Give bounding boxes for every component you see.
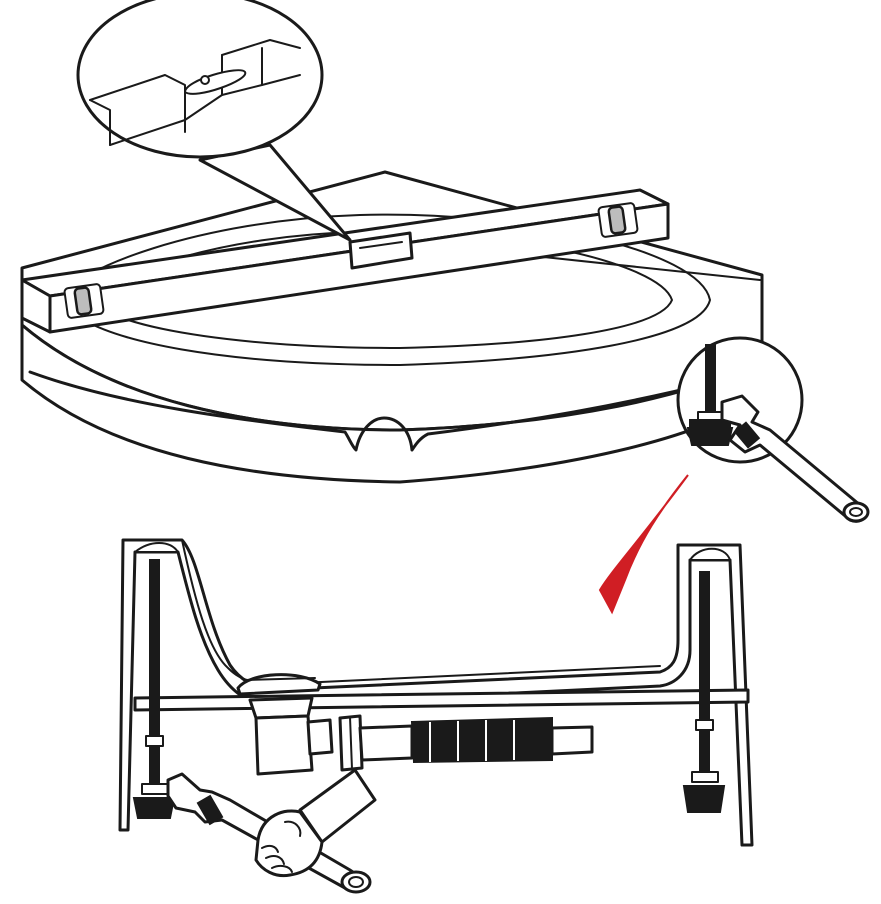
- right-leg-assembly: [682, 571, 726, 813]
- wrench-end-hole: [348, 876, 364, 888]
- wrench-icon: [720, 394, 870, 523]
- hand-finger: [261, 844, 279, 853]
- callout-lens: [76, 0, 324, 159]
- hose-end-fitting: [550, 725, 594, 756]
- drain-straight-pipe: [358, 724, 414, 762]
- leg-adjustment-detail: [676, 336, 870, 523]
- tray-skirt-wave: [28, 370, 754, 452]
- zoom-vial-bubble: [200, 75, 210, 85]
- tray-left-cap: [134, 542, 179, 553]
- tray-basin-inner: [89, 230, 673, 349]
- right-rod-marker: [695, 719, 714, 731]
- spirit-level-left-vial: [63, 283, 105, 319]
- left-leg-assembly: [132, 559, 176, 819]
- support-rail: [133, 688, 750, 712]
- hand-thumb: [284, 820, 302, 837]
- tray-basin-rim: [59, 213, 711, 366]
- zoom-level-right-top: [221, 39, 301, 56]
- drain-union-nut-line: [349, 716, 353, 770]
- zoom-vial-tube: [184, 69, 247, 95]
- right-threaded-rod: [699, 571, 710, 779]
- hand-palm: [254, 809, 324, 878]
- left-lock-nut: [141, 783, 169, 795]
- wrench-worm-screw: [196, 794, 224, 826]
- hand-icon: [254, 768, 377, 878]
- left-rod-marker: [145, 735, 164, 747]
- drain-and-leg-cross-section: [118, 538, 754, 894]
- corrugated-hose: [410, 716, 553, 764]
- spirit-level-right-vial: [597, 202, 639, 238]
- drain-trap-body: [254, 714, 314, 776]
- drain-assembly: [236, 673, 594, 776]
- zoom-level-right-edge: [261, 74, 301, 86]
- zoom-level-left-edge: [89, 99, 111, 146]
- spirit-level-icon: [20, 188, 670, 334]
- spirit-level-center-vial: [348, 231, 414, 270]
- hand-finger: [265, 855, 285, 865]
- right-foot: [682, 785, 726, 813]
- magnifier-callout-icon: [76, 0, 352, 242]
- hand-finger: [271, 864, 293, 873]
- drain-grate: [244, 677, 316, 681]
- zoom-level-left-block: [89, 74, 186, 146]
- zoom-vial-base: [184, 94, 223, 121]
- left-foot: [132, 797, 176, 819]
- detail-foot: [686, 427, 734, 446]
- tray-right-cap: [689, 547, 731, 561]
- detail-lock-nut: [697, 411, 725, 421]
- tray-edge-line: [524, 254, 761, 281]
- left-threaded-rod: [149, 559, 160, 793]
- detail-threaded-rod: [705, 344, 716, 418]
- spirit-level-end-face: [20, 278, 52, 334]
- tray-section-inner: [181, 539, 661, 685]
- drain-outlet-stub: [306, 718, 334, 756]
- arrow-icon: [598, 474, 689, 615]
- right-lock-nut: [691, 771, 719, 783]
